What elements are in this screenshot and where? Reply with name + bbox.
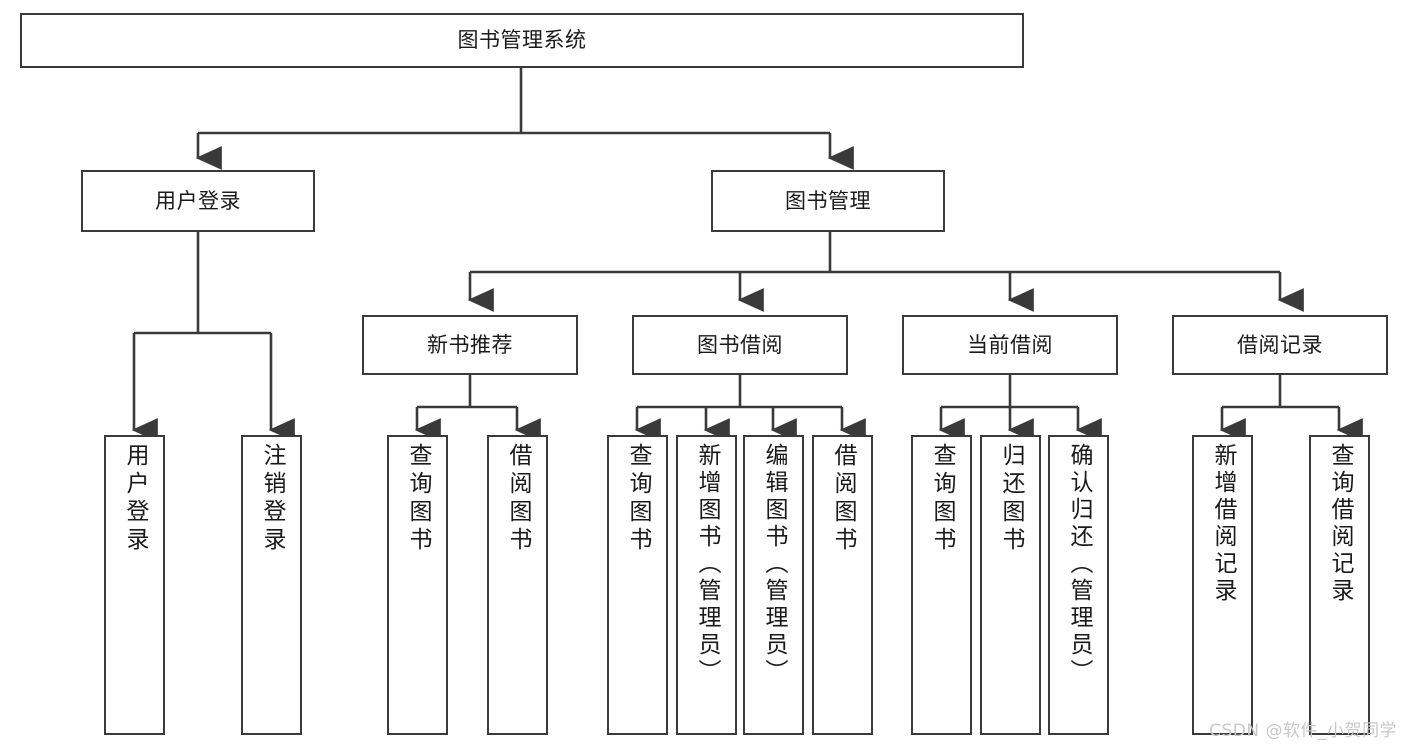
csdn-watermark: CSDN @软件_小贺同学 — [1209, 721, 1397, 741]
leaf-borrow-record-add-label: 新增借阅记录 — [1210, 443, 1236, 605]
leaf-user-login-logout[interactable]: 注销登录 — [241, 435, 302, 735]
leaf-current-borrow-return-label: 归还图书 — [998, 443, 1024, 555]
leaf-borrow-record-add[interactable]: 新增借阅记录 — [1192, 435, 1253, 735]
leaf-new-book-borrow-label: 借阅图书 — [505, 443, 531, 555]
node-borrow-record[interactable]: 借阅记录 — [1172, 315, 1388, 375]
leaf-book-borrow-add-label: 新增图书（管理员） — [694, 443, 720, 686]
node-book-borrow[interactable]: 图书借阅 — [632, 315, 848, 375]
leaf-book-borrow-edit-label: 编辑图书（管理员） — [761, 443, 787, 686]
node-root[interactable]: 图书管理系统 — [20, 13, 1024, 68]
node-book-management[interactable]: 图书管理 — [711, 170, 945, 232]
node-user-login[interactable]: 用户登录 — [81, 170, 315, 232]
leaf-book-borrow-borrow[interactable]: 借阅图书 — [812, 435, 873, 735]
leaf-user-login-login-label: 用户登录 — [122, 443, 148, 555]
leaf-book-borrow-query-label: 查询图书 — [625, 443, 651, 555]
leaf-new-book-borrow[interactable]: 借阅图书 — [487, 435, 548, 735]
node-current-borrow[interactable]: 当前借阅 — [902, 315, 1118, 375]
leaf-current-borrow-confirm-label: 确认归还（管理员） — [1066, 443, 1092, 686]
leaf-current-borrow-confirm[interactable]: 确认归还（管理员） — [1048, 435, 1109, 735]
leaf-user-login-logout-label: 注销登录 — [259, 443, 285, 555]
leaf-borrow-record-query-label: 查询借阅记录 — [1327, 443, 1353, 605]
node-new-book-recommend[interactable]: 新书推荐 — [362, 315, 578, 375]
node-root-label: 图书管理系统 — [457, 28, 587, 53]
node-user-login-label: 用户登录 — [155, 188, 241, 213]
leaf-user-login-login[interactable]: 用户登录 — [104, 435, 165, 735]
node-current-borrow-label: 当前借阅 — [967, 332, 1053, 357]
leaf-current-borrow-query-label: 查询图书 — [929, 443, 955, 555]
node-book-management-label: 图书管理 — [785, 188, 871, 213]
leaf-book-borrow-add[interactable]: 新增图书（管理员） — [676, 435, 737, 735]
leaf-borrow-record-query[interactable]: 查询借阅记录 — [1309, 435, 1370, 735]
leaf-current-borrow-return[interactable]: 归还图书 — [980, 435, 1041, 735]
leaf-book-borrow-edit[interactable]: 编辑图书（管理员） — [743, 435, 804, 735]
node-new-book-recommend-label: 新书推荐 — [427, 332, 513, 357]
node-book-borrow-label: 图书借阅 — [697, 332, 783, 357]
node-borrow-record-label: 借阅记录 — [1237, 332, 1323, 357]
leaf-new-book-query-label: 查询图书 — [405, 443, 431, 555]
leaf-book-borrow-query[interactable]: 查询图书 — [607, 435, 668, 735]
leaf-book-borrow-borrow-label: 借阅图书 — [830, 443, 856, 555]
leaf-current-borrow-query[interactable]: 查询图书 — [911, 435, 972, 735]
leaf-new-book-query[interactable]: 查询图书 — [387, 435, 448, 735]
